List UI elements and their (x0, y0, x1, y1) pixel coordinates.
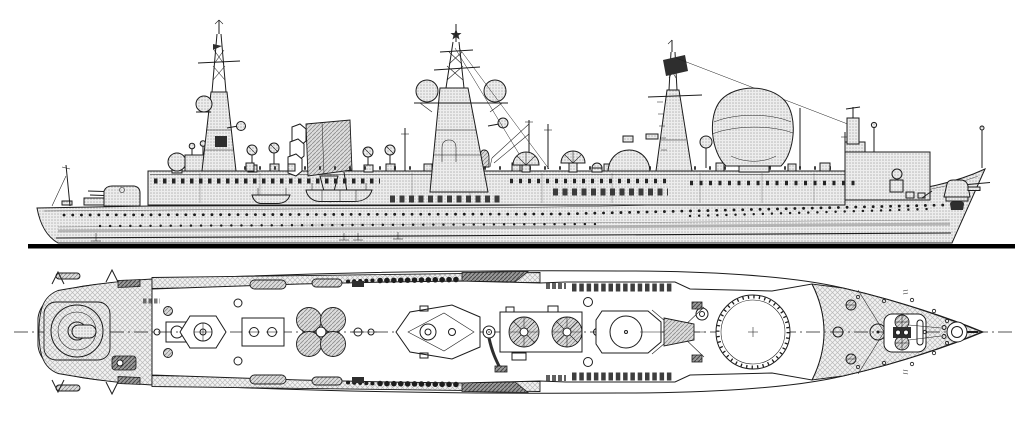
forward-superstructure (844, 106, 933, 201)
mast-window (441, 139, 457, 162)
panel-antenna (663, 55, 688, 76)
anchor-chains (908, 324, 947, 341)
deck-plan-view (14, 268, 1012, 396)
spoked-fan-1 (508, 316, 540, 348)
main-tower-mast (414, 24, 550, 193)
bow-tick-marks (902, 289, 909, 375)
foremast-base-hexagon (395, 304, 481, 360)
bow-director (891, 168, 903, 180)
dark-wedge-bottom (461, 381, 530, 393)
trough-antenna (287, 119, 353, 196)
director-box (241, 317, 285, 347)
bow-deck (832, 289, 978, 375)
port-mast-radome (415, 79, 439, 103)
main-topmast-lattice (433, 24, 481, 89)
ventilators (163, 297, 593, 367)
aft-tower-mast (195, 19, 246, 172)
porthole-rows (62, 203, 947, 228)
aft-topmast-lattice (197, 19, 241, 93)
hull-bands (55, 219, 952, 239)
fan-antenna-2 (560, 150, 586, 173)
fan-antenna-1 (512, 151, 540, 173)
capstans (845, 299, 857, 365)
draft-marks (91, 232, 403, 242)
amidships-dome (607, 135, 651, 172)
spherical-radome (711, 87, 794, 173)
light-mast-tower (846, 117, 860, 145)
mast-ladder (657, 101, 667, 151)
side-profile-view (28, 19, 1015, 249)
aft-mast-radome (195, 95, 213, 113)
skylight-rows (143, 283, 672, 381)
stbd-mast-radome (483, 79, 507, 103)
mid-pedestals (352, 327, 377, 337)
ships-boats-profile (251, 183, 373, 204)
small-dome (591, 162, 603, 173)
bow-gun-mount (943, 179, 991, 202)
jackstaff (979, 125, 985, 168)
baseline (28, 244, 1015, 249)
dark-wedge-top (461, 271, 530, 283)
uptake-house (499, 305, 583, 361)
anchor-windlass (883, 313, 927, 353)
stern-davit (51, 164, 71, 207)
window-rows (154, 178, 858, 203)
stern-winch (111, 355, 137, 371)
aft-radome (167, 152, 187, 174)
forward-gun-ring (946, 321, 978, 343)
signal-crane (489, 120, 533, 171)
stern-davit-frames (51, 268, 119, 396)
radome-ring (715, 294, 791, 370)
spoked-fan-2 (551, 316, 583, 348)
aft-gun-turret (87, 185, 141, 207)
deck-eyes (855, 294, 950, 370)
pedestal-dome (699, 135, 713, 168)
anchor (950, 201, 964, 210)
quatrefoil-antenna (296, 307, 346, 357)
helipad (43, 301, 111, 361)
crane-plan (482, 325, 508, 373)
mainmast-rig-plan (640, 301, 709, 363)
director-platform (179, 315, 227, 349)
